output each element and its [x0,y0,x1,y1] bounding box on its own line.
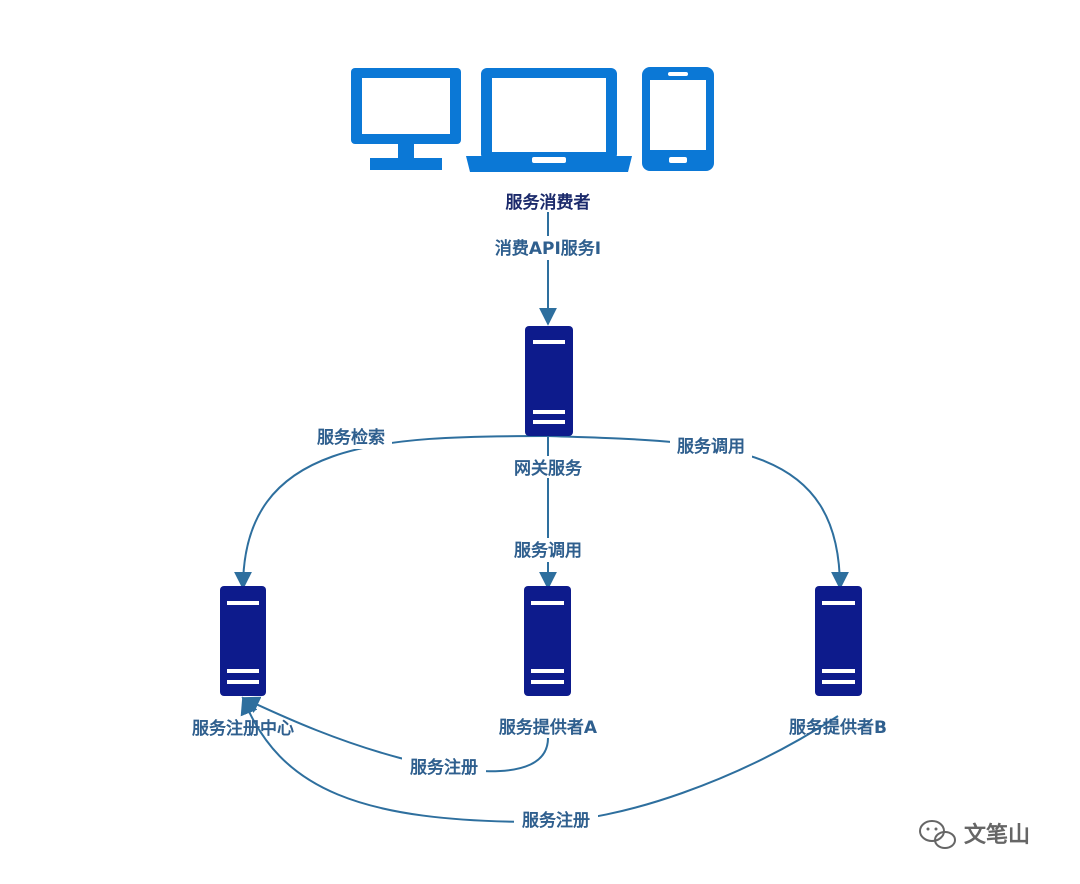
edge-gateway-to-registry [234,435,549,590]
consumer-node: 服务消费者 [351,67,714,213]
monitor-icon [351,68,461,170]
provider-b-node: 服务提供者B [789,586,887,738]
registry-node: 服务注册中心 [192,586,294,739]
edge-label-consume-api: 消费API服务I [495,238,601,259]
gateway-node: 网关服务 [504,326,592,479]
edge-label-provider-b-to-registry: 服务注册 [522,810,590,831]
provider-a-node: 服务提供者A [490,586,606,738]
server-icon [220,586,266,696]
edge-label-gateway-to-registry: 服务检索 [317,427,385,448]
edge-provider-a-to-registry [241,696,549,773]
registry-label: 服务注册中心 [192,718,294,739]
server-icon [815,586,862,696]
consumer-label: 服务消费者 [506,192,591,213]
edge-label-gateway-to-provider-b: 服务调用 [677,436,745,457]
wechat-icon [919,820,956,849]
provider-b-label: 服务提供者B [789,717,887,738]
watermark: 文笔山 [919,820,1030,849]
edge-gateway-to-provider-b [547,435,849,590]
laptop-icon [466,68,632,172]
watermark-text: 文笔山 [964,822,1030,848]
phone-icon [642,67,714,171]
server-icon [524,586,571,696]
provider-a-label: 服务提供者A [499,717,598,738]
edge-label-gateway-to-provider-a: 服务调用 [514,540,582,561]
gateway-label: 网关服务 [514,458,583,479]
server-icon [525,326,573,436]
edge-label-provider-a-to-registry: 服务注册 [410,757,478,778]
